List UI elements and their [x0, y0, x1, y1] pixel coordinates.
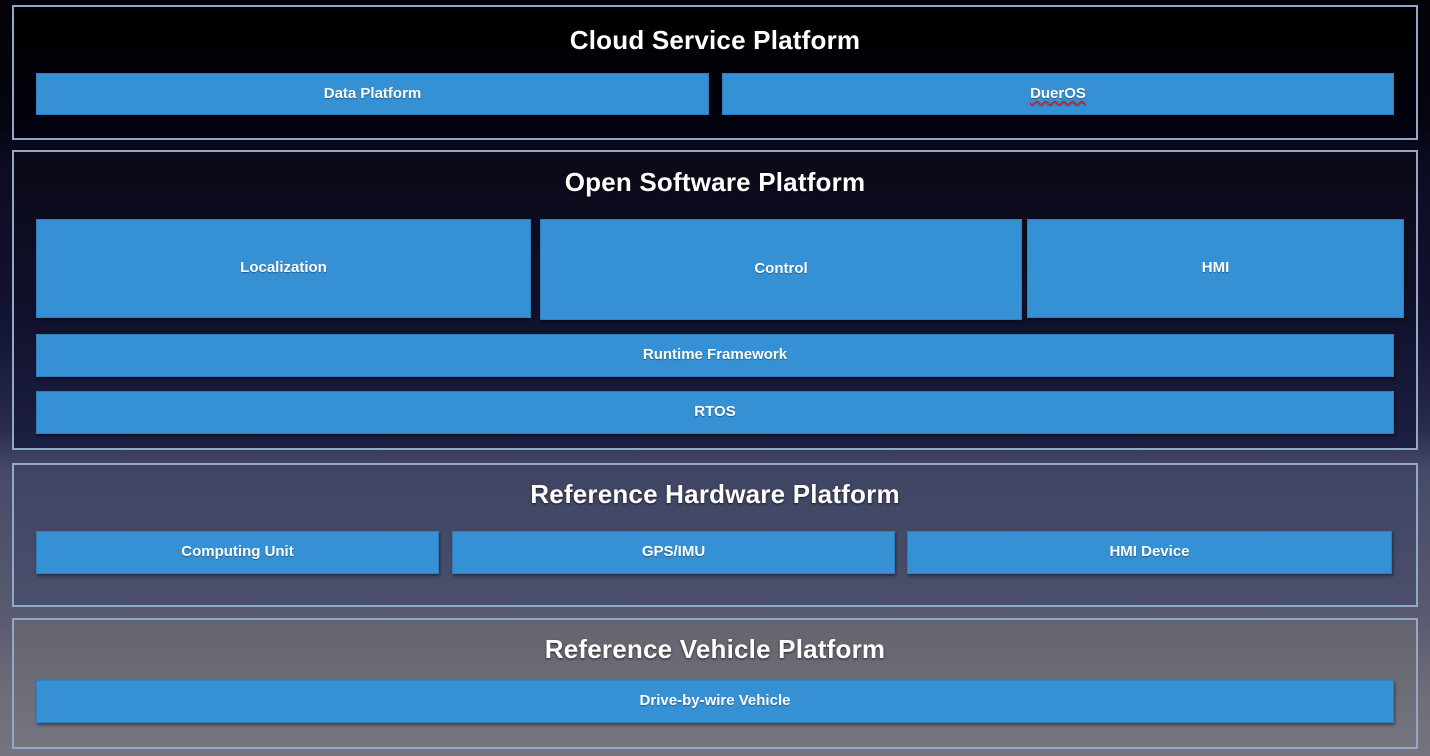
- box-dueros[interactable]: DuerOS: [722, 73, 1394, 115]
- cloud-service-box-row: Data Platform DuerOS: [36, 73, 1394, 115]
- box-localization[interactable]: Localization: [36, 219, 531, 318]
- box-rtos[interactable]: RTOS: [36, 391, 1394, 434]
- box-label-dueros: DuerOS: [1030, 84, 1086, 102]
- box-label-data-platform: Data Platform: [323, 84, 422, 102]
- box-label-rtos: RTOS: [694, 403, 736, 421]
- tier-cloud-service-platform: Cloud Service Platform Data Platform Due…: [12, 5, 1418, 140]
- box-label-control: Control: [754, 260, 808, 278]
- box-control[interactable]: Control: [540, 219, 1022, 320]
- box-label-computing-unit: Computing Unit: [181, 543, 294, 561]
- box-gps-imu[interactable]: GPS/IMU: [452, 531, 895, 574]
- box-label-drive-by-wire-vehicle: Drive-by-wire Vehicle: [639, 692, 791, 710]
- box-hmi-device[interactable]: HMI Device: [907, 531, 1392, 574]
- box-runtime-framework[interactable]: Runtime Framework: [36, 334, 1394, 377]
- tier-open-software-platform: Open Software Platform Localization Cont…: [12, 150, 1418, 450]
- hardware-box-row: Computing Unit GPS/IMU HMI Device: [36, 531, 1394, 574]
- tier-reference-vehicle-platform: Reference Vehicle Platform Drive-by-wire…: [12, 618, 1418, 749]
- box-label-localization: Localization: [240, 259, 327, 277]
- software-modules-row: Localization Control HMI: [36, 219, 1404, 320]
- runtime-framework-row: Runtime Framework: [36, 334, 1394, 377]
- tier-reference-hardware-platform: Reference Hardware Platform Computing Un…: [12, 463, 1418, 607]
- tier-title-reference-vehicle-platform: Reference Vehicle Platform: [544, 634, 886, 664]
- tier-title-open-software-platform: Open Software Platform: [564, 167, 866, 197]
- box-label-runtime-framework: Runtime Framework: [642, 346, 788, 364]
- box-drive-by-wire-vehicle[interactable]: Drive-by-wire Vehicle: [36, 680, 1394, 723]
- box-label-gps-imu: GPS/IMU: [641, 543, 706, 561]
- tier-title-reference-hardware-platform: Reference Hardware Platform: [530, 479, 900, 509]
- box-hmi[interactable]: HMI: [1027, 219, 1404, 318]
- tier-title-cloud-service-platform: Cloud Service Platform: [569, 25, 861, 55]
- box-data-platform[interactable]: Data Platform: [36, 73, 709, 115]
- box-label-hmi: HMI: [1201, 259, 1230, 277]
- rtos-row: RTOS: [36, 391, 1394, 434]
- vehicle-box-row: Drive-by-wire Vehicle: [36, 680, 1394, 723]
- box-label-hmi-device: HMI Device: [1109, 543, 1190, 561]
- box-computing-unit[interactable]: Computing Unit: [36, 531, 439, 574]
